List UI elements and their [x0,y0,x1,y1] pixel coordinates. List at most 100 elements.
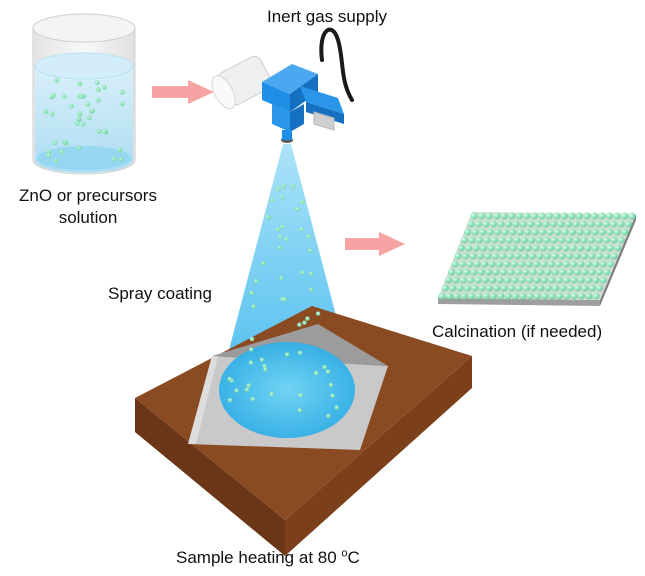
film-particle [528,252,536,260]
film-particle [602,236,610,244]
heating-label: Sample heating at 80 oC [176,547,360,569]
film-particle [613,212,621,220]
film-particle [481,276,489,284]
film-particle [591,244,599,252]
film-particle [624,220,633,228]
film-particle [503,276,511,284]
spray-droplet [322,364,327,370]
film-particle [533,276,541,284]
beaker-droplet [90,108,95,113]
film-particle [521,268,530,276]
film-particle [471,228,479,236]
film-particle [490,236,498,244]
spray-droplet [302,320,307,325]
film-particle [500,284,508,292]
film-particle [590,212,599,220]
beaker-droplet [79,93,84,99]
spray-gun-icon [211,27,354,143]
spray-droplet [295,206,300,212]
film-particle [467,220,475,228]
film-particle [542,236,551,244]
film-particle [488,260,496,268]
film-particle [558,268,567,276]
arrow-to-spray-gun [152,80,214,104]
spray-deposit-spot [219,342,355,438]
spray-droplet [246,383,251,388]
film-particle [519,220,527,228]
film-particle [520,236,528,244]
spray-droplet [326,413,331,419]
spray-droplet [254,278,259,284]
film-particle [449,284,457,292]
film-particle [568,228,577,236]
beaker-droplet [96,87,101,92]
film-particle [505,236,513,244]
film-particle [527,220,535,228]
beaker-droplet [118,157,124,162]
beaker-droplet [52,140,58,145]
film-particle [525,276,534,284]
film-particle [558,252,566,260]
film-particle [514,268,522,276]
beaker-droplet [46,153,52,159]
beaker-droplet [49,111,55,117]
film-particle [500,212,508,220]
beaker-droplet [54,77,60,83]
film-particle [592,276,600,284]
solution-label: ZnO or precursors solution [4,185,172,229]
film-particles [438,212,636,300]
film-particle [529,268,537,276]
spray-droplet [298,350,303,355]
film-particle [482,220,490,228]
beaker-droplet [59,149,65,155]
beaker-droplet [111,156,117,162]
film-particle [516,228,524,236]
spray-droplet [334,405,339,410]
film-particle [531,228,539,236]
spray-droplet [277,245,282,250]
beaker-droplet [51,92,56,98]
film-particle [497,220,505,228]
film-particle [550,236,558,244]
film-particle [477,212,486,220]
heating-label-text: Sample heating at 80 [176,548,342,567]
spray-droplet [250,396,255,402]
film-particle [438,292,446,300]
film-particle [524,244,532,252]
spray-droplet [297,322,302,327]
spray-droplet [330,393,335,398]
film-particle [471,284,479,292]
film-particle [477,268,485,276]
spray-droplet [275,227,281,232]
film-particle [572,220,580,228]
film-particle [609,220,618,228]
film-particle [595,268,604,276]
film-particle [555,292,563,300]
film-particle [478,284,486,292]
film-particle [540,260,548,268]
film-particle [473,260,481,268]
film-particle [548,276,556,284]
film-particle [599,276,607,284]
spray-droplet [281,183,286,189]
film-particle [513,236,521,244]
beaker-droplets [43,77,125,164]
film-particle [493,284,501,292]
film-particle [610,236,618,244]
film-particle [536,252,544,260]
film-particle [579,220,588,228]
film-particle [584,244,592,252]
film-particle [548,292,556,300]
film-particle [569,260,578,268]
film-particle [566,268,574,276]
spray-droplet [263,367,268,372]
film-particle [592,260,600,268]
spray-droplets [227,183,339,419]
film-particle [534,220,542,228]
spray-droplet [299,227,304,232]
film-particle [617,220,625,228]
film-particle [501,228,509,236]
spray-coating-label: Spray coating [108,284,212,303]
film-particle [561,228,569,236]
